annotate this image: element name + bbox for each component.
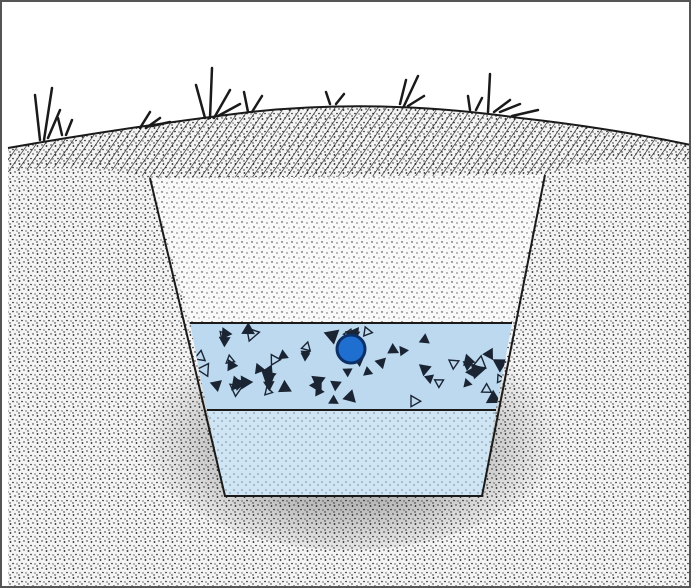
perforated-pipe: [337, 335, 365, 363]
sand-layer: [207, 410, 496, 496]
trench-backfill: [150, 175, 545, 323]
